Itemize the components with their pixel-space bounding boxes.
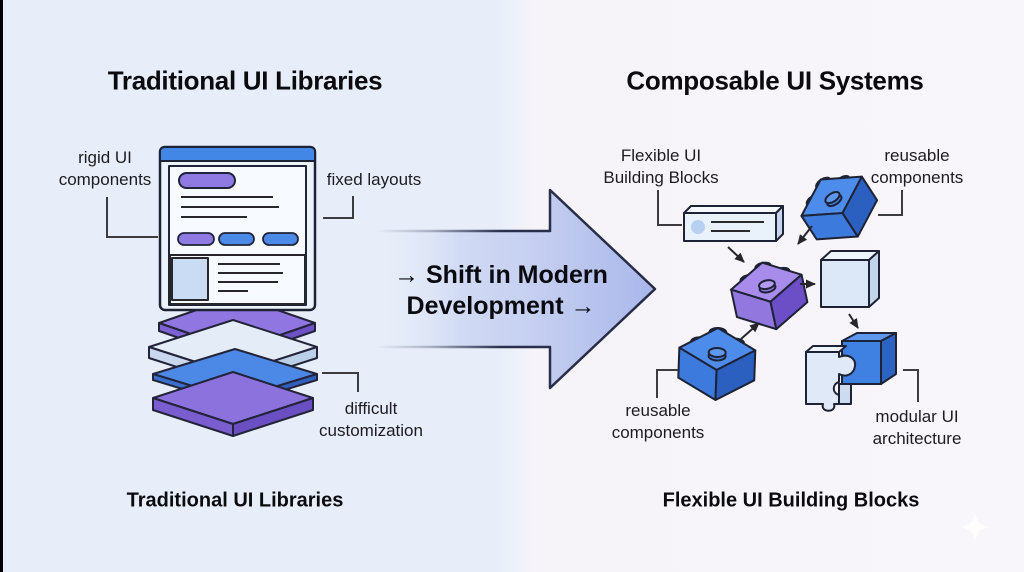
browser-sidebar-block <box>171 257 209 301</box>
left-edge-strip <box>0 0 3 572</box>
label-rigid-ui-components: rigid UI components <box>58 148 152 189</box>
left-caption: Traditional UI Libraries <box>126 489 344 512</box>
connector-flexible-blocks <box>657 190 682 226</box>
connector-reusable-bottom <box>656 369 678 398</box>
label-flexible-ui-building-blocks: Flexible UI Building Blocks <box>603 146 719 187</box>
connector-fixed-layouts <box>323 196 354 219</box>
browser-text-lines <box>181 196 279 218</box>
puzzle-blocks <box>805 332 897 412</box>
browser-window-illustration <box>158 145 317 312</box>
blue-brick-top <box>800 174 879 241</box>
connector-reusable-top <box>878 190 903 216</box>
puzzle-cube-side <box>880 332 897 385</box>
bar-avatar-dot <box>691 220 705 234</box>
label-difficult-customization: difficult customization <box>319 399 423 440</box>
connector-modular <box>903 369 919 402</box>
flow-arrow-bottom-to-purple <box>740 322 760 340</box>
label-fixed-layouts: fixed layouts <box>326 170 422 189</box>
right-caption: Flexible UI Building Blocks <box>662 489 920 512</box>
left-connector-lines <box>106 196 359 392</box>
right-connector-lines <box>656 190 919 402</box>
right-heading: Composable UI Systems <box>626 65 924 96</box>
label-modular-ui-architecture: modular UI architecture <box>872 407 962 448</box>
flow-arrow-blue-to-purple <box>797 225 813 245</box>
puzzle-piece <box>805 351 857 412</box>
label-reusable-components-top: reusable components <box>870 146 964 187</box>
blue-brick-bottom <box>677 327 757 401</box>
left-heading: Traditional UI Libraries <box>107 65 383 96</box>
flow-arrow-bar-to-purple <box>727 246 745 263</box>
light-cube <box>820 250 880 308</box>
layer-stack-illustration <box>148 295 318 437</box>
browser-button-row <box>177 232 299 246</box>
browser-header-pill <box>178 172 236 189</box>
label-reusable-components-bottom: reusable components <box>611 401 705 442</box>
flow-arrows <box>727 225 859 340</box>
connector-rigid-ui <box>106 197 158 238</box>
flow-arrow-cube-to-puzzle <box>848 313 859 329</box>
connector-difficult-customization <box>322 372 359 392</box>
browser-content-lines <box>218 263 283 292</box>
ui-bar-block <box>683 205 784 242</box>
shift-arrow-text: → Shift in Modern Development → <box>394 261 608 320</box>
sparkle-icon <box>961 513 989 541</box>
purple-brick <box>730 261 809 331</box>
shift-arrow <box>373 188 657 390</box>
